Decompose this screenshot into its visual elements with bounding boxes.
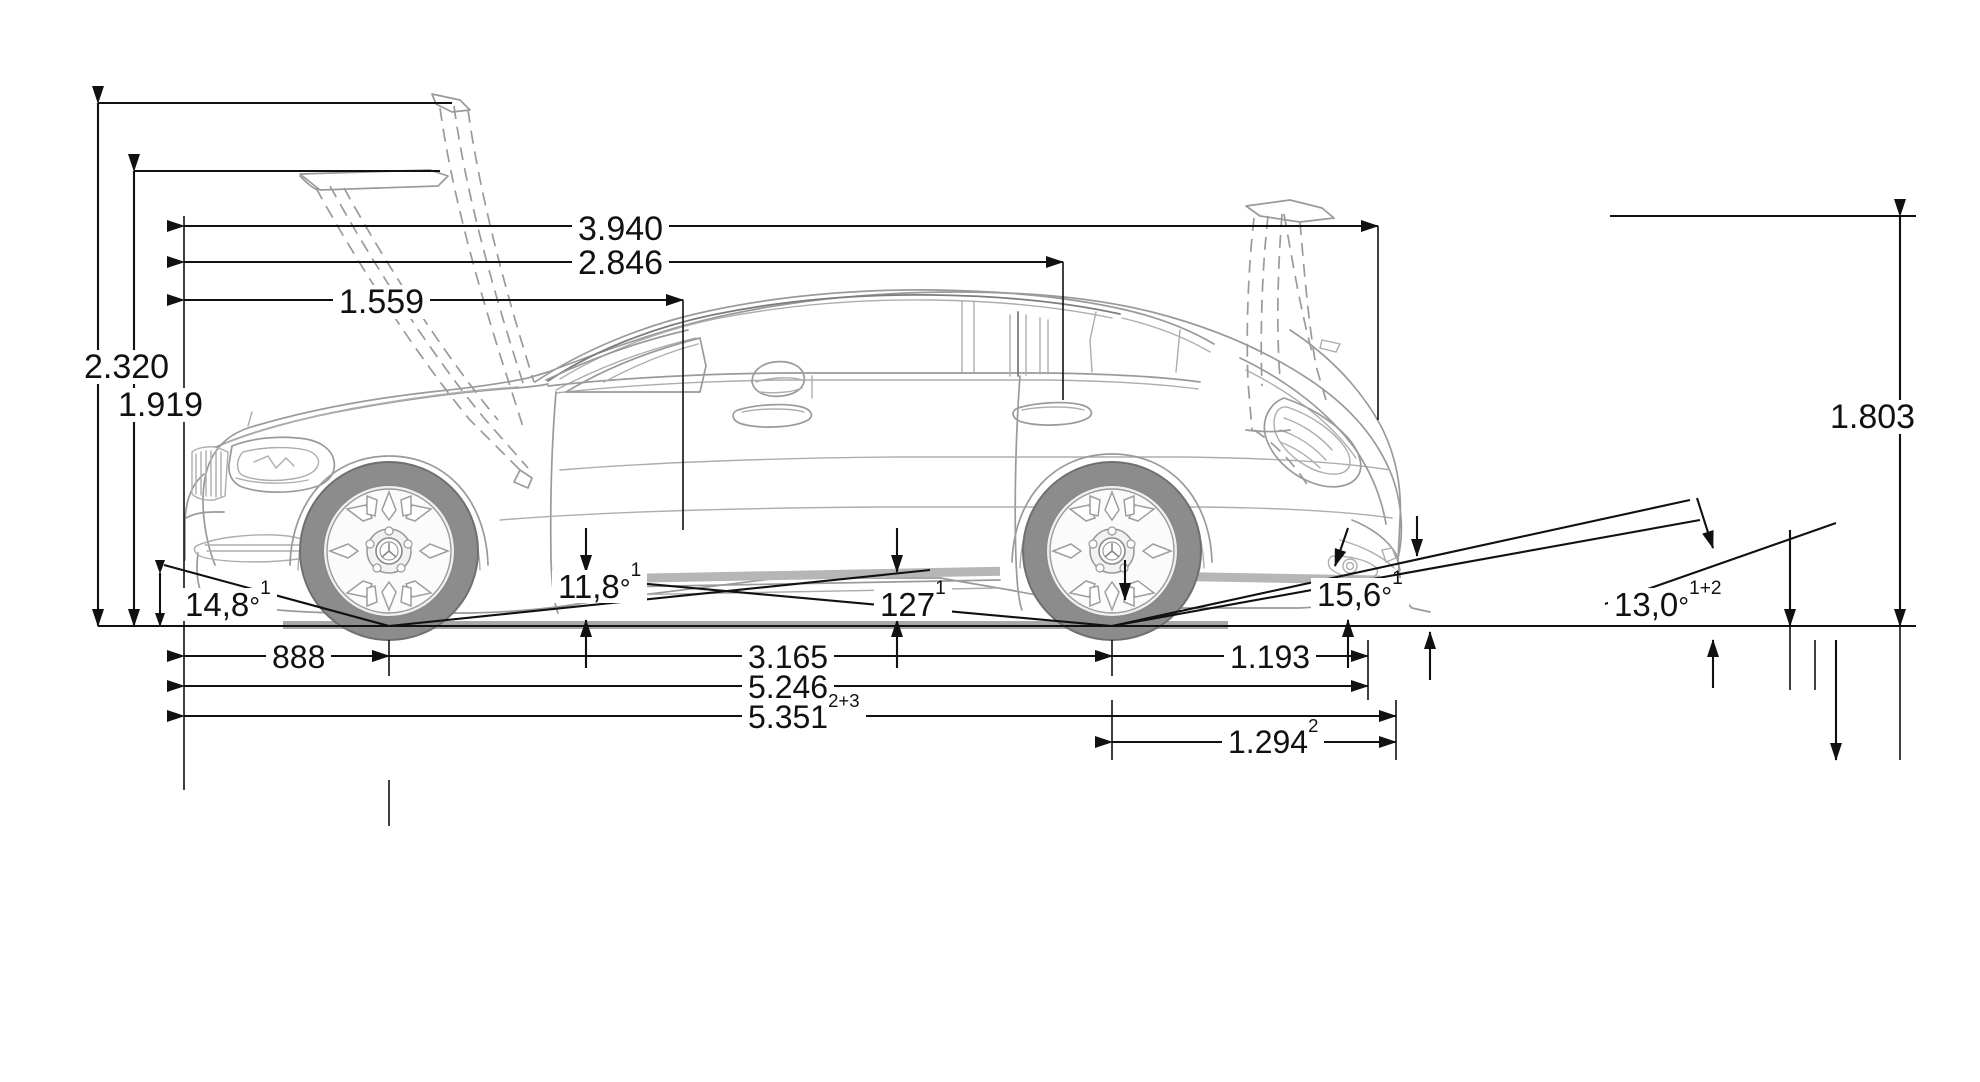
dim-label-angle-ramp-front: 11,8°1 <box>552 561 648 605</box>
dim-footnote-marker: 1 <box>1392 568 1403 590</box>
dim-label-height-roof: 1.803 <box>1824 398 1922 436</box>
degree-icon: ° <box>249 592 261 622</box>
degree-icon: ° <box>619 574 631 604</box>
degree-icon: ° <box>1678 592 1690 622</box>
dim-label-front-overhang: 888 <box>266 639 332 675</box>
leader-departure-rear <box>1695 497 1715 549</box>
dim-footnote-marker: 1+2 <box>1689 578 1722 600</box>
dim-value: 11,8 <box>558 568 620 605</box>
angle-line-ramp-rear <box>559 574 1113 628</box>
dim-footnote-marker: 1 <box>630 560 642 582</box>
angle-line-ramp-front <box>388 568 931 628</box>
dim-value: 3.940 <box>578 210 664 248</box>
trunk-open-dashed <box>1245 199 1335 487</box>
dim-value: 14,8 <box>185 586 250 623</box>
dim-value: 1.559 <box>339 283 425 321</box>
dim-label-dim-1559: 1.559 <box>333 283 431 321</box>
dim-label-dim-3940: 3.940 <box>572 210 670 248</box>
dim-value: 13,0 <box>1614 586 1679 623</box>
dim-footnote-marker: 1 <box>935 578 946 600</box>
dim-value: 15,6 <box>1317 576 1382 613</box>
dim-footnote-marker: 2 <box>1308 715 1319 737</box>
dim-value: 3.165 <box>748 639 829 675</box>
hood-open-dashed <box>299 169 533 489</box>
dim-value: 5.246 <box>748 669 829 705</box>
dim-value: 1.919 <box>118 386 204 424</box>
dim-label-ground-clearance: 1271 <box>874 579 952 623</box>
angle-line-departure <box>1111 498 1691 628</box>
front-grille <box>191 446 229 501</box>
dim-footnote-marker: 1 <box>260 578 271 600</box>
dim-label-angle-departure-rear: 13,0°1+2 <box>1608 579 1728 623</box>
dim-value: 2.320 <box>84 348 170 386</box>
dim-label-dim-2846: 2.846 <box>572 244 670 282</box>
rear-wheel <box>1022 461 1202 641</box>
dim-value: 5.351 <box>748 699 829 735</box>
dim-label-rear-overhang: 1.193 <box>1224 639 1317 675</box>
degree-icon: ° <box>1381 582 1393 612</box>
front-wheel <box>299 461 479 641</box>
dim-value: 1.193 <box>1230 639 1311 675</box>
dim-value: 888 <box>272 639 326 675</box>
dim-label-length-overall: 5.3512+3 <box>742 691 866 735</box>
dim-footnote-marker: 2+3 <box>828 690 860 712</box>
vehicle-outline <box>184 93 1431 641</box>
dim-label-height-hood-open: 1.919 <box>112 386 210 424</box>
angle-line-departure-2 <box>1111 518 1701 628</box>
dim-value: 1.803 <box>1830 398 1916 436</box>
dim-value: 1.294 <box>1228 724 1309 760</box>
leader-departure <box>1334 527 1349 567</box>
dim-label-length-body: 5.246 <box>742 669 835 705</box>
dim-label-rear-section: 1.2942 <box>1222 716 1325 760</box>
dim-label-angle-departure: 15,6°1 <box>1311 569 1409 613</box>
dim-label-wheelbase: 3.165 <box>742 639 835 675</box>
dim-label-height-overall: 2.320 <box>78 348 176 386</box>
dim-label-angle-approach: 14,8°1 <box>179 579 277 623</box>
dim-value: 2.846 <box>578 244 664 282</box>
dim-value: 127 <box>880 586 936 623</box>
